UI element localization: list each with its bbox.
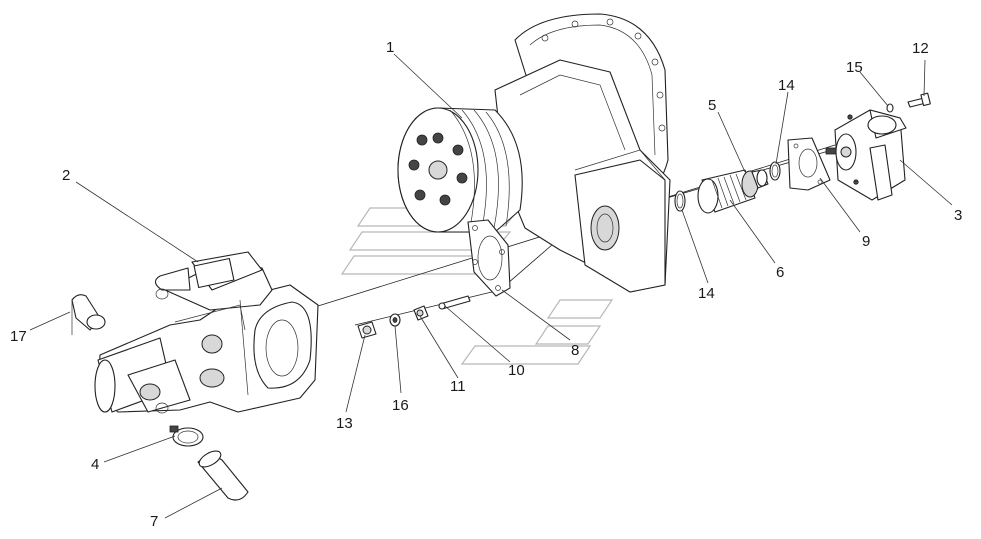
bushing bbox=[751, 169, 769, 189]
callout-14-upper: 14 bbox=[778, 77, 795, 94]
callout-10: 10 bbox=[508, 362, 525, 379]
callout-3: 3 bbox=[954, 207, 962, 224]
washer bbox=[886, 103, 894, 113]
bolt bbox=[907, 92, 931, 108]
pump-assembly bbox=[94, 251, 319, 414]
pin bbox=[438, 295, 471, 310]
callout-labels: 1 2 3 4 5 6 7 8 9 10 11 12 13 14 14 15 1… bbox=[10, 39, 962, 530]
washer-16 bbox=[389, 313, 401, 327]
callout-17: 17 bbox=[10, 328, 27, 345]
nut-13 bbox=[357, 321, 377, 339]
filter-element bbox=[697, 169, 759, 214]
callout-2: 2 bbox=[62, 167, 70, 184]
callout-6: 6 bbox=[776, 264, 784, 281]
nut-11 bbox=[413, 305, 429, 321]
o-ring-left bbox=[674, 190, 686, 212]
callout-12: 12 bbox=[912, 40, 929, 57]
callout-15: 15 bbox=[846, 59, 863, 76]
callout-11: 11 bbox=[450, 378, 466, 395]
o-ring-right bbox=[769, 161, 781, 181]
gasket-right bbox=[787, 137, 831, 191]
callout-7: 7 bbox=[150, 513, 158, 530]
callout-14-lower: 14 bbox=[698, 285, 715, 302]
callout-13: 13 bbox=[336, 415, 353, 432]
valve-block bbox=[825, 109, 907, 201]
callout-16: 16 bbox=[392, 397, 409, 414]
gearbox-housing bbox=[397, 13, 671, 293]
callout-5: 5 bbox=[708, 97, 716, 114]
gasket-middle bbox=[467, 219, 511, 297]
leader-lines bbox=[29, 53, 953, 519]
callout-1: 1 bbox=[386, 39, 394, 56]
callout-8: 8 bbox=[571, 342, 579, 359]
callout-4: 4 bbox=[91, 456, 99, 473]
hose bbox=[197, 450, 249, 501]
elbow-fitting bbox=[71, 294, 106, 335]
callout-9: 9 bbox=[862, 233, 870, 250]
